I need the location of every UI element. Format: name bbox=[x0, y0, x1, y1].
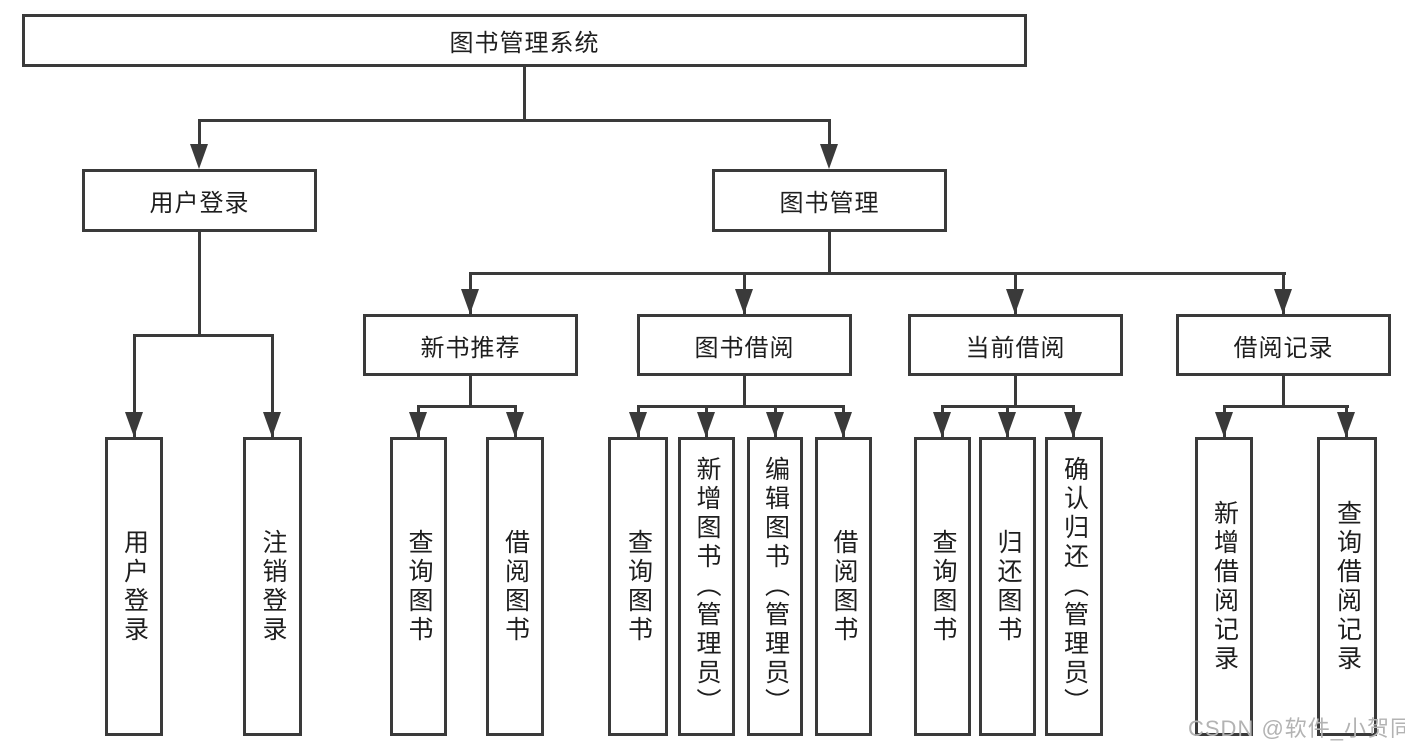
connector-stem bbox=[198, 232, 201, 337]
arrow-down-icon bbox=[190, 144, 208, 169]
node-current-borrowing: 当前借阅 bbox=[908, 314, 1123, 376]
arrow-down-icon bbox=[125, 412, 143, 437]
node-root-library-system: 图书管理系统 bbox=[22, 14, 1027, 67]
connector-stem bbox=[271, 334, 274, 437]
leaf-query-books-current: 查询图书 bbox=[914, 437, 971, 736]
arrow-down-icon bbox=[409, 412, 427, 437]
connector-level2-rail bbox=[198, 119, 831, 122]
node-label: 注销登录 bbox=[259, 528, 287, 645]
connector-level3-rail bbox=[469, 272, 1286, 275]
connector-stem bbox=[1282, 376, 1285, 408]
node-label: 借阅图书 bbox=[501, 528, 530, 645]
node-label: 查询图书 bbox=[929, 528, 957, 645]
connector-stem bbox=[469, 376, 472, 408]
connector-rail bbox=[133, 334, 274, 337]
node-label: 查询图书 bbox=[405, 528, 433, 645]
leaf-confirm-return-admin: 确认归还（管理员） bbox=[1045, 437, 1103, 736]
leaf-user-login: 用户登录 bbox=[105, 437, 163, 736]
node-book-management: 图书管理 bbox=[712, 169, 947, 232]
node-new-book-recommend: 新书推荐 bbox=[363, 314, 578, 376]
arrow-down-icon bbox=[766, 412, 784, 437]
arrow-down-icon bbox=[1215, 412, 1233, 437]
csdn-watermark: CSDN @软件_小贺同学 bbox=[1188, 716, 1405, 741]
connector-stem bbox=[828, 119, 831, 149]
leaf-edit-books-admin: 编辑图书（管理员） bbox=[747, 437, 803, 736]
node-user-login: 用户登录 bbox=[82, 169, 317, 232]
arrow-down-icon bbox=[1274, 289, 1292, 314]
node-label: 新增借阅记录 bbox=[1210, 499, 1239, 674]
leaf-borrow-books: 借阅图书 bbox=[815, 437, 872, 736]
connector-rail bbox=[417, 405, 517, 408]
node-label: 归还图书 bbox=[994, 528, 1022, 645]
arrow-down-icon bbox=[820, 144, 838, 169]
arrow-down-icon bbox=[998, 412, 1016, 437]
arrow-down-icon bbox=[933, 412, 951, 437]
arrow-down-icon bbox=[461, 289, 479, 314]
leaf-add-books-admin: 新增图书（管理员） bbox=[678, 437, 735, 736]
leaf-logout: 注销登录 bbox=[243, 437, 302, 736]
node-label: 查询借阅记录 bbox=[1333, 499, 1362, 674]
node-label: 图书借阅 bbox=[694, 334, 795, 362]
arrow-down-icon bbox=[697, 412, 715, 437]
leaf-add-borrow-record: 新增借阅记录 bbox=[1195, 437, 1253, 736]
node-borrowing-records: 借阅记录 bbox=[1176, 314, 1391, 376]
node-label: 图书管理 bbox=[779, 190, 880, 217]
arrow-down-icon bbox=[735, 289, 753, 314]
connector-rail bbox=[637, 405, 845, 408]
connector-stem bbox=[1014, 376, 1017, 408]
leaf-query-books-recommend: 查询图书 bbox=[390, 437, 447, 736]
arrow-down-icon bbox=[506, 412, 524, 437]
arrow-down-icon bbox=[629, 412, 647, 437]
leaf-query-books-borrow: 查询图书 bbox=[608, 437, 668, 736]
arrow-down-icon bbox=[1337, 412, 1355, 437]
leaf-query-borrow-record: 查询借阅记录 bbox=[1317, 437, 1377, 736]
node-label: 确认归还（管理员） bbox=[1060, 456, 1089, 717]
connector-stem bbox=[133, 334, 136, 437]
connector-root-stem bbox=[523, 67, 526, 122]
node-label: 编辑图书（管理员） bbox=[761, 456, 790, 717]
leaf-borrow-books-recommend: 借阅图书 bbox=[486, 437, 544, 736]
connector-rail bbox=[1223, 405, 1349, 408]
arrow-down-icon bbox=[1064, 412, 1082, 437]
connector-stem bbox=[198, 119, 201, 149]
node-label: 当前借阅 bbox=[965, 334, 1066, 362]
node-label: 用户登录 bbox=[149, 190, 250, 217]
node-label: 图书管理系统 bbox=[449, 30, 600, 57]
leaf-return-books: 归还图书 bbox=[979, 437, 1036, 736]
arrow-down-icon bbox=[263, 412, 281, 437]
node-label: 借阅记录 bbox=[1233, 334, 1334, 362]
connector-stem bbox=[743, 376, 746, 408]
node-label: 新书推荐 bbox=[420, 334, 521, 362]
arrow-down-icon bbox=[1006, 289, 1024, 314]
node-label: 查询图书 bbox=[624, 528, 653, 645]
node-label: 用户登录 bbox=[120, 528, 149, 645]
arrow-down-icon bbox=[834, 412, 852, 437]
node-label: 借阅图书 bbox=[830, 528, 858, 645]
node-label: 新增图书（管理员） bbox=[693, 456, 721, 717]
node-book-borrowing: 图书借阅 bbox=[637, 314, 852, 376]
connector-stem bbox=[828, 232, 831, 275]
